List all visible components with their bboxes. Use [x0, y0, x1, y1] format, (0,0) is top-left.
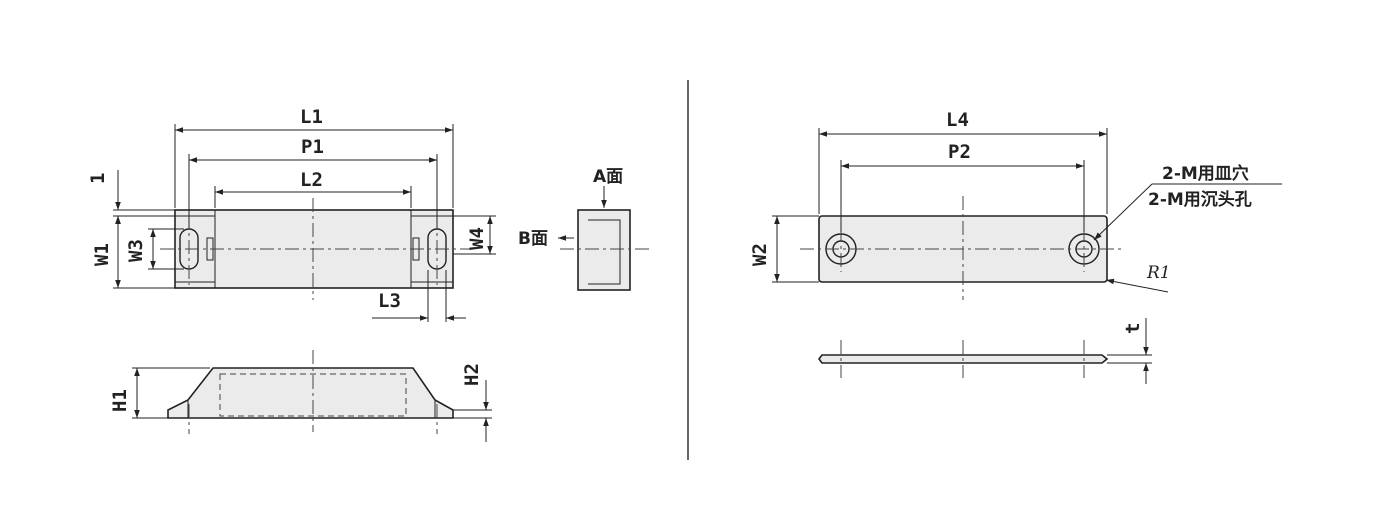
dim-1: 1 — [87, 173, 109, 184]
end-inner-recess — [588, 219, 621, 285]
magnet-side-view: H1 H2 — [109, 350, 492, 442]
dim-L4: L4 — [946, 109, 969, 131]
dim-W3: W3 — [125, 239, 147, 262]
dim-P2: P2 — [948, 141, 971, 163]
dim-L2: L2 — [300, 169, 323, 191]
plate-side-view: t — [818, 318, 1152, 384]
dim-L3: L3 — [378, 290, 401, 312]
dim-t: t — [1122, 323, 1144, 334]
magnet-top-view: L1 P1 L2 1 W1 W3 W4 — [87, 106, 496, 322]
label-A-face: A面 — [593, 167, 623, 187]
dim-H1: H1 — [109, 389, 131, 412]
side-inner-cavity — [219, 373, 407, 417]
side-body — [167, 367, 454, 419]
plate-top-view: L4 P2 W2 2-M用皿穴 2-M用沉头孔 R1 — [749, 109, 1282, 300]
hole-note-2: 2-M用沉头孔 — [1148, 189, 1252, 210]
magnet-end-view: A面 B面 — [518, 167, 652, 291]
dim-W4: W4 — [466, 227, 488, 250]
dim-W2: W2 — [749, 243, 771, 266]
end-body — [577, 209, 631, 291]
hole-note-1: 2-M用皿穴 — [1162, 163, 1249, 184]
dim-W1: W1 — [91, 243, 113, 266]
dim-P1: P1 — [301, 136, 324, 158]
dim-H2: H2 — [461, 363, 483, 386]
dim-R1: R1 — [1146, 263, 1171, 283]
label-B-face: B面 — [518, 229, 548, 249]
dim-L1: L1 — [300, 106, 323, 128]
